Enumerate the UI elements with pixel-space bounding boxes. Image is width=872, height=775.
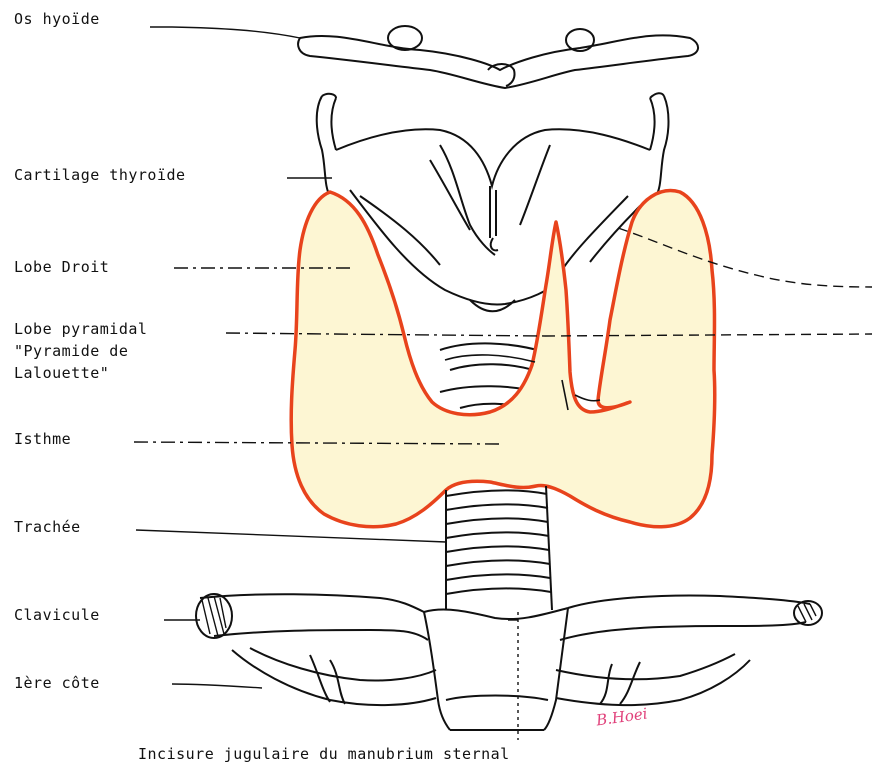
label-isthme: Isthme	[14, 430, 71, 448]
manubrium	[424, 608, 568, 730]
label-pyramide-de: "Pyramide de	[14, 342, 128, 360]
label-lobe-pyramidal: Lobe pyramidal	[14, 320, 147, 338]
label-lobe-droit: Lobe Droit	[14, 258, 109, 276]
first-ribs	[232, 648, 750, 705]
hyoid-bone	[298, 26, 698, 88]
left-clavicle	[196, 594, 428, 640]
trachea	[446, 486, 552, 610]
label-incisure-jugulaire: Incisure jugulaire du manubrium sternal	[138, 745, 510, 763]
label-trachee: Trachée	[14, 518, 81, 536]
right-clavicle	[560, 596, 822, 641]
label-clavicule: Clavicule	[14, 606, 100, 624]
label-premiere-cote: 1ère côte	[14, 674, 100, 692]
label-lalouette: Lalouette"	[14, 364, 109, 382]
label-os-hyoide: Os hyoïde	[14, 10, 100, 28]
label-cartilage-thyroide: Cartilage thyroïde	[14, 166, 186, 184]
thyroid-gland	[291, 191, 715, 527]
